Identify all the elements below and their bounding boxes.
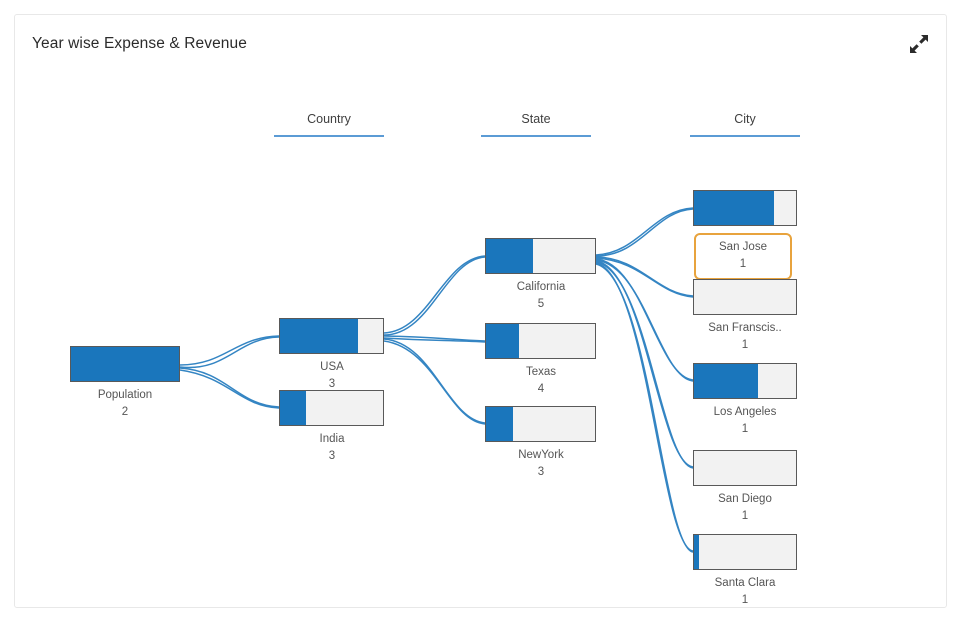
node-name: Los Angeles — [713, 406, 777, 418]
node-name: NewYork — [518, 449, 564, 461]
node-bar[interactable] — [70, 346, 180, 382]
node-bar[interactable] — [693, 450, 797, 486]
node-label: India 3 — [252, 431, 412, 465]
node-fill — [71, 347, 179, 381]
node-label: San Diego 1 — [665, 491, 825, 525]
node-label: San Franscis.. 1 — [665, 320, 825, 354]
column-header-state: State — [481, 111, 591, 137]
chart-card: Year wise Expense & Revenue — [14, 14, 947, 608]
node-name: India — [319, 433, 345, 445]
node-label: Santa Clara 1 — [665, 575, 825, 607]
node-label: Los Angeles 1 — [665, 404, 825, 438]
node-bar[interactable] — [693, 279, 797, 315]
sankey-diagram: Country State City Population 2 — [15, 15, 946, 607]
node-fill — [694, 364, 759, 398]
node-bar[interactable] — [485, 406, 596, 442]
expand-diagonal-arrows-icon[interactable] — [906, 31, 932, 57]
node-fill — [486, 239, 533, 273]
node-name: Santa Clara — [714, 577, 776, 589]
node-label: USA 3 — [252, 359, 412, 393]
node-fill — [280, 391, 306, 425]
column-header-rule — [274, 135, 384, 137]
node-value: 4 — [537, 383, 545, 395]
node-label: Texas 4 — [461, 364, 621, 398]
node-bar[interactable] — [693, 190, 797, 226]
node-value: 1 — [741, 594, 749, 606]
column-header-rule — [481, 135, 591, 137]
node-name: Texas — [525, 366, 557, 378]
node-name: San Jose — [719, 241, 767, 253]
node-name: California — [516, 281, 566, 293]
node-name: San Diego — [718, 493, 772, 505]
node-fill — [694, 535, 700, 569]
column-header-label: Country — [307, 112, 351, 126]
node-value: 1 — [741, 510, 749, 522]
column-header-country: Country — [274, 111, 384, 137]
node-bar[interactable] — [693, 363, 797, 399]
node-fill — [486, 324, 519, 358]
node-value: 3 — [537, 466, 545, 478]
column-header-label: State — [521, 112, 551, 126]
node-fill — [486, 407, 514, 441]
column-header-label: City — [734, 112, 756, 126]
node-name: USA — [320, 361, 344, 373]
column-header-rule — [690, 135, 800, 137]
node-value: 2 — [121, 406, 129, 418]
node-value: 1 — [741, 423, 749, 435]
page-title: Year wise Expense & Revenue — [32, 35, 247, 52]
node-value: 5 — [537, 298, 545, 310]
node-label: Population 2 — [45, 387, 205, 421]
node-value: 3 — [328, 378, 336, 390]
node-bar[interactable] — [279, 318, 384, 354]
node-bar[interactable] — [485, 238, 596, 274]
column-header-city: City — [690, 111, 800, 137]
node-label: NewYork 3 — [461, 447, 621, 481]
node-name: San Franscis.. — [708, 322, 782, 334]
node-label: California 5 — [461, 279, 621, 313]
node-fill — [694, 191, 774, 225]
node-value: 3 — [328, 450, 336, 462]
node-bar[interactable] — [279, 390, 384, 426]
node-value: 1 — [739, 258, 747, 270]
node-label-highlighted[interactable]: San Jose 1 — [694, 233, 792, 280]
node-name: Population — [97, 389, 153, 401]
node-bar[interactable] — [693, 534, 797, 570]
node-fill — [280, 319, 359, 353]
node-value: 1 — [741, 339, 749, 351]
node-bar[interactable] — [485, 323, 596, 359]
